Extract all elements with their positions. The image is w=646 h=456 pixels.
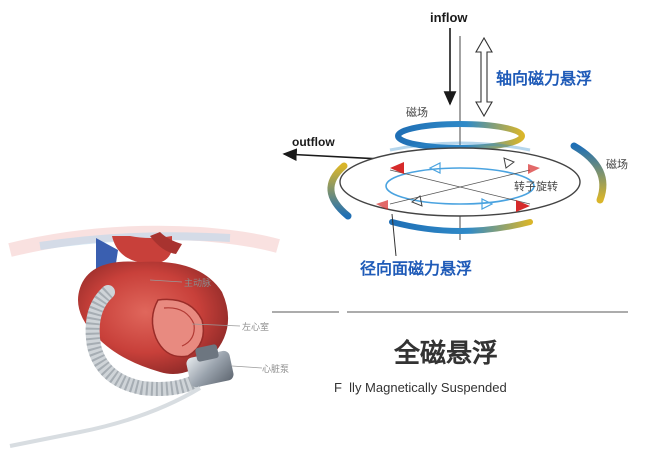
magnetic-field-top-label: 磁场 xyxy=(406,105,428,119)
rotor-cross-line-2 xyxy=(389,169,531,205)
outflow-label: outflow xyxy=(292,135,335,149)
top-magnet-arc xyxy=(389,141,531,152)
caption-title-en: F lly Magnetically Suspended xyxy=(334,380,507,395)
inflow-label: inflow xyxy=(430,10,468,25)
rotor-blade-left xyxy=(390,162,404,174)
left-ventricle-label: 左心室 xyxy=(242,321,269,333)
heart-pump-label: 心脏泵 xyxy=(262,363,289,375)
flow-arrow-right xyxy=(503,157,516,169)
aorta-label: 主动脉 xyxy=(184,277,211,289)
radial-levitation-label: 径向面磁力悬浮 xyxy=(360,259,472,278)
heart-illustration: 主动脉 左心室 心脏泵 xyxy=(8,225,289,448)
rotation-arrow-bottom xyxy=(481,198,494,210)
heart-pump-device xyxy=(186,344,234,388)
rotor-blade-lower-left xyxy=(376,200,388,210)
rotor-blade-right xyxy=(516,200,530,212)
aorta-branch xyxy=(150,232,182,254)
rotor-blade-upper-right xyxy=(528,164,540,174)
axial-levitation-label: 轴向磁力悬浮 xyxy=(496,69,592,88)
rotor-rotation-label: 转子旋转 xyxy=(514,179,558,193)
radial-callout-line xyxy=(391,213,397,257)
driveline-cable xyxy=(9,386,202,448)
left-ventricle-cutaway xyxy=(151,298,205,358)
rotor-inner-ring xyxy=(385,167,535,205)
levitation-diagram: inflow 轴向磁力悬浮 磁场 outflow 磁场 xyxy=(282,10,628,278)
pump-callout-line xyxy=(231,365,263,369)
ventricle-callout-line xyxy=(191,323,241,327)
rotation-arrow-top xyxy=(428,162,441,174)
flow-arrow-left xyxy=(410,195,423,207)
caption-title-cn: 全磁悬浮 xyxy=(393,338,498,369)
axial-double-arrow xyxy=(475,36,493,118)
magnetic-field-right-label: 磁场 xyxy=(606,157,628,171)
right-side-magnet xyxy=(570,142,607,204)
bottom-magnet-arc xyxy=(389,219,533,234)
outflow-graft-ribs xyxy=(85,286,202,396)
separator-gap xyxy=(339,308,347,316)
left-side-magnet xyxy=(327,162,352,220)
aorta-callout-line xyxy=(149,279,183,283)
